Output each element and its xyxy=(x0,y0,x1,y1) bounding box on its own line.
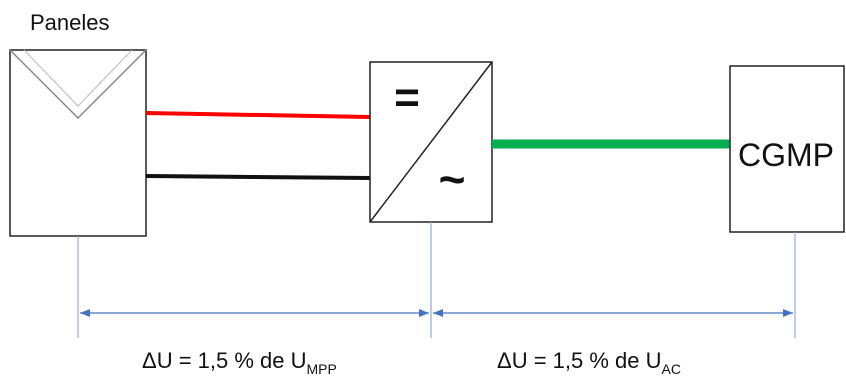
voltage-drop-dc-text: ΔU = 1,5 % de U xyxy=(142,348,307,373)
dc-negative-cable xyxy=(145,174,371,180)
inverter-diagonal xyxy=(369,61,493,223)
voltage-drop-ac-subscript: AC xyxy=(661,361,681,377)
solar-panel-v-mark-inner xyxy=(23,49,133,107)
panels-label: Paneles xyxy=(30,10,110,35)
voltage-drop-dc-label: ΔU = 1,5 % de UMPP xyxy=(142,348,337,377)
cgmp-box xyxy=(729,65,845,233)
cgmp-label: CGMP xyxy=(738,137,834,173)
dc-positive-cable xyxy=(145,111,371,119)
voltage-drop-ac-label: ΔU = 1,5 % de UAC xyxy=(497,348,681,377)
solar-panel-v-mark xyxy=(9,49,147,120)
voltage-drop-ac-text: ΔU = 1,5 % de U xyxy=(497,348,662,373)
solar-panel-box xyxy=(9,49,147,237)
inverter-ac-symbol: ~ xyxy=(439,153,466,205)
inverter-dc-symbol: = xyxy=(394,73,420,122)
voltage-drop-dc-subscript: MPP xyxy=(306,361,337,377)
dimension-arrow-ac xyxy=(433,309,793,317)
dimension-arrow-dc xyxy=(80,309,429,317)
